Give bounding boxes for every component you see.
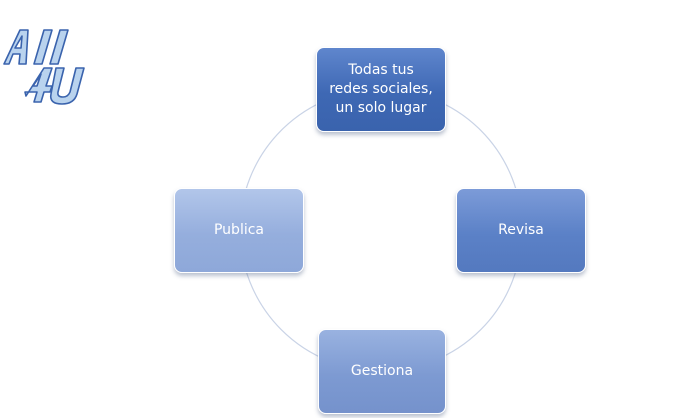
cycle-node-todas-tus-redes: Todas tus redes sociales, un solo lugar: [316, 47, 446, 132]
cycle-node-gestiona: Gestiona: [318, 329, 446, 414]
cycle-node-revisa: Revisa: [456, 188, 586, 273]
node-label: Publica: [213, 222, 264, 238]
node-label-line: redes sociales,: [329, 81, 433, 97]
cycle-node-publica: Publica: [174, 188, 304, 273]
node-label: Gestiona: [350, 363, 414, 379]
node-label: Revisa: [498, 222, 544, 238]
node-label-line: un solo lugar: [335, 100, 427, 116]
all4u-logo: [3, 29, 85, 105]
node-label-line: Todas tus: [348, 62, 414, 78]
